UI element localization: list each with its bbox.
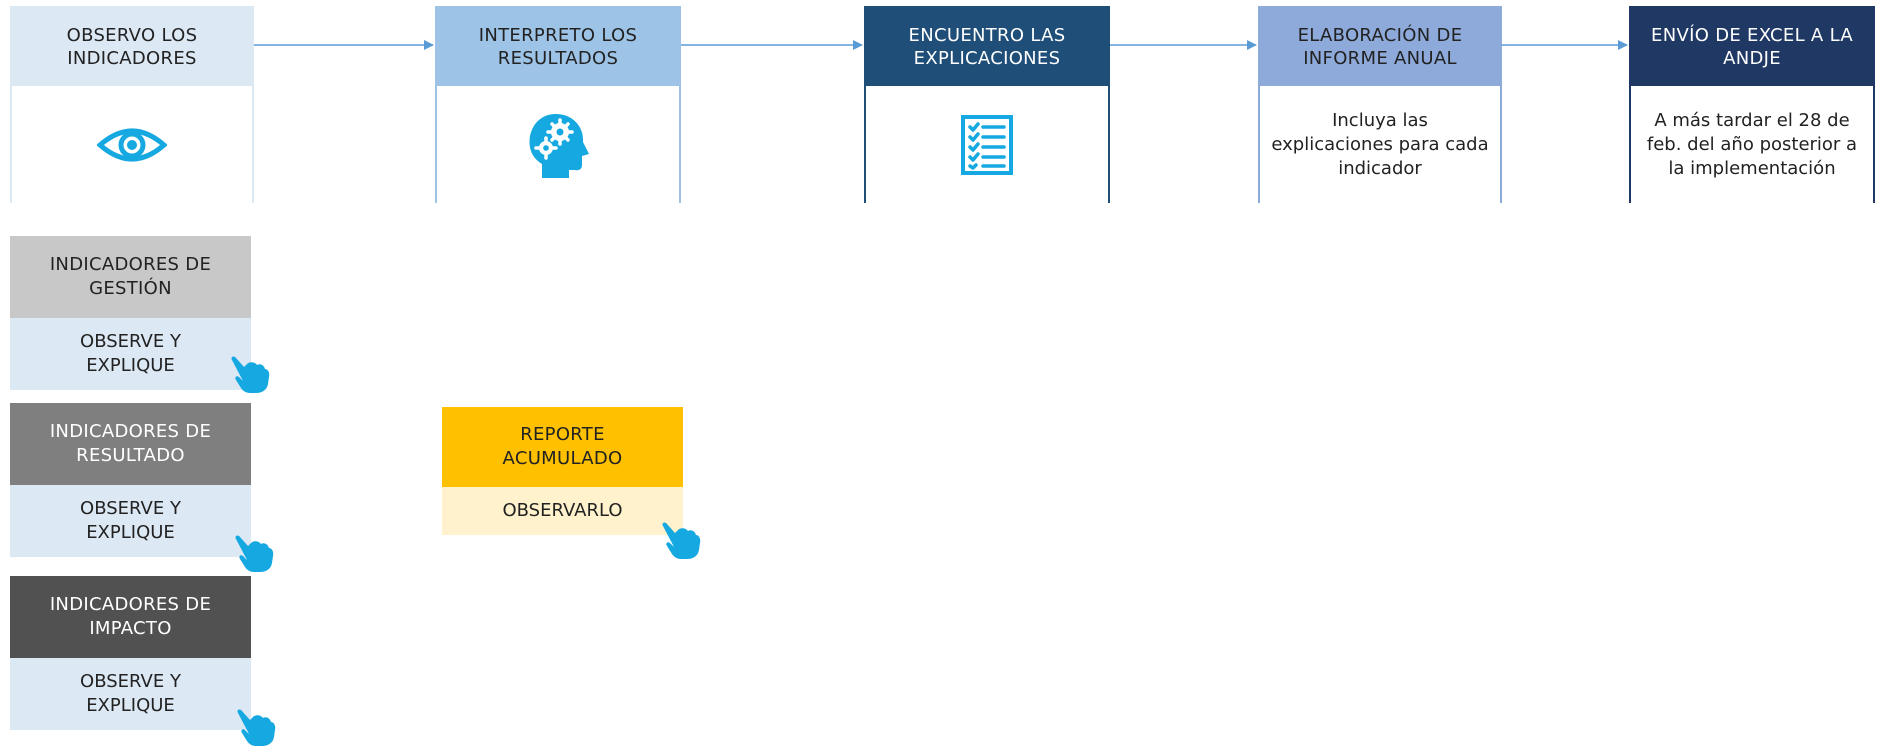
pointing-hand-icon — [237, 709, 276, 746]
step-send-excel: ENVÍO DE EXCEL A LA ANDJE A más tardar e… — [1629, 6, 1875, 204]
step-find-explanations: ENCUENTRO LAS EXPLICACIONES — [864, 6, 1110, 204]
observe-explain-button[interactable]: OBSERVE Y EXPLIQUE — [10, 658, 251, 730]
step-annual-report: ELABORACIÓN DE INFORME ANUAL Incluya las… — [1258, 6, 1502, 204]
step-title: OBSERVO LOS INDICADORES — [12, 8, 252, 86]
observe-explain-button[interactable]: OBSERVE Y EXPLIQUE — [10, 318, 251, 390]
category-result-indicators: INDICADORES DE RESULTADO — [10, 403, 251, 485]
observe-report-button[interactable]: OBSERVARLO — [442, 487, 683, 535]
head-gears-icon — [529, 114, 589, 178]
step-title: ENCUENTRO LAS EXPLICACIONES — [866, 8, 1108, 86]
step-title: ENVÍO DE EXCEL A LA ANDJE — [1631, 8, 1873, 86]
step-title: ELABORACIÓN DE INFORME ANUAL — [1260, 8, 1500, 86]
observe-explain-button[interactable]: OBSERVE Y EXPLIQUE — [10, 485, 251, 557]
category-management-indicators: INDICADORES DE GESTIÓN — [10, 236, 251, 318]
step-description: A más tardar el 28 de feb. del año poste… — [1631, 86, 1873, 204]
category-impact-indicators: INDICADORES DE IMPACTO — [10, 576, 251, 658]
cumulative-report-title: REPORTE ACUMULADO — [442, 407, 683, 487]
pointing-hand-icon — [235, 535, 274, 572]
eye-icon — [97, 128, 167, 162]
pointing-hand-icon — [662, 522, 701, 559]
step-title: INTERPRETO LOS RESULTADOS — [437, 8, 679, 86]
step-observe-indicators: OBSERVO LOS INDICADORES — [10, 6, 254, 204]
step-interpret-results: INTERPRETO LOS RESULTADOS — [435, 6, 681, 204]
pointing-hand-icon — [231, 356, 270, 393]
checklist-icon — [961, 115, 1013, 175]
step-description: Incluya las explicaciones para cada indi… — [1260, 86, 1500, 204]
